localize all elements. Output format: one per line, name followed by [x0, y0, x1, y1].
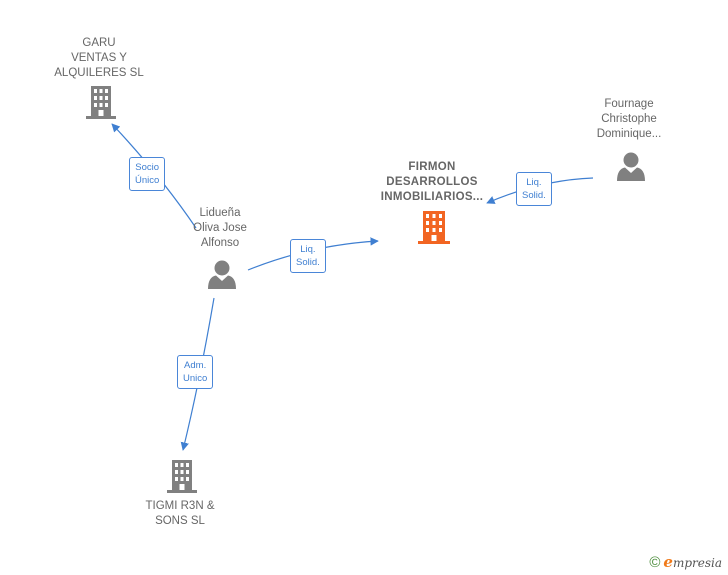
- edge-label-line: Unico: [183, 373, 208, 384]
- edge-label-line: Socio: [135, 162, 160, 173]
- edge-label-line: Liq.: [526, 177, 542, 188]
- edge-label-liq-solid[interactable]: Liq. Solid.: [290, 239, 326, 273]
- person-icon[interactable]: [208, 260, 236, 290]
- brand-initial: e: [663, 553, 673, 571]
- node-label-lidueña[interactable]: Lidueña Oliva Jose Alfonso: [172, 206, 268, 251]
- node-label-garu[interactable]: GARU VENTAS Y ALQUILERES SL: [40, 36, 158, 81]
- edge-label-line: Liq.: [300, 244, 316, 255]
- node-label-line: Fournage: [604, 98, 654, 110]
- node-label-line: Dominique...: [596, 128, 662, 140]
- node-label-firmon[interactable]: FIRMON DESARROLLOS INMOBILIARIOS...: [366, 160, 498, 205]
- building-icon-main[interactable]: [418, 211, 450, 244]
- node-label-tigmi[interactable]: TIGMI R3N & SONS SL: [130, 499, 230, 529]
- node-label-fournage[interactable]: Fournage Christophe Dominique...: [578, 97, 680, 142]
- node-label-line: INMOBILIARIOS...: [380, 191, 484, 203]
- node-label-line: Oliva Jose: [193, 222, 247, 234]
- footer-brand: © empresia: [649, 553, 722, 571]
- copyright-icon: ©: [649, 553, 661, 571]
- edge-label-line: Único: [135, 175, 160, 186]
- building-icon[interactable]: [86, 86, 116, 119]
- edge-label-socio-unico[interactable]: Socio Único: [129, 157, 166, 191]
- brand-logo[interactable]: empresia: [663, 553, 722, 571]
- edge-label-line: Solid.: [522, 190, 546, 201]
- edge-label-adm-unico[interactable]: Adm. Unico: [177, 355, 214, 389]
- node-label-line: GARU: [82, 37, 116, 49]
- edge-label-liq-solid[interactable]: Liq. Solid.: [516, 172, 552, 206]
- node-label-line: ALQUILERES SL: [54, 67, 144, 79]
- brand-name: mpresia: [672, 556, 722, 570]
- edge-label-line: Adm.: [184, 360, 207, 371]
- person-icon[interactable]: [617, 152, 645, 182]
- node-label-line: DESARROLLOS: [386, 176, 478, 188]
- node-label-line: SONS SL: [155, 515, 205, 527]
- node-label-line: FIRMON: [408, 161, 456, 173]
- node-label-line: TIGMI R3N &: [145, 500, 215, 512]
- node-label-line: Lidueña: [199, 207, 241, 219]
- node-label-line: VENTAS Y: [71, 52, 127, 64]
- building-icon[interactable]: [167, 460, 197, 493]
- node-label-line: Christophe: [601, 113, 657, 125]
- edge-label-line: Solid.: [296, 257, 320, 268]
- node-label-line: Alfonso: [200, 237, 240, 249]
